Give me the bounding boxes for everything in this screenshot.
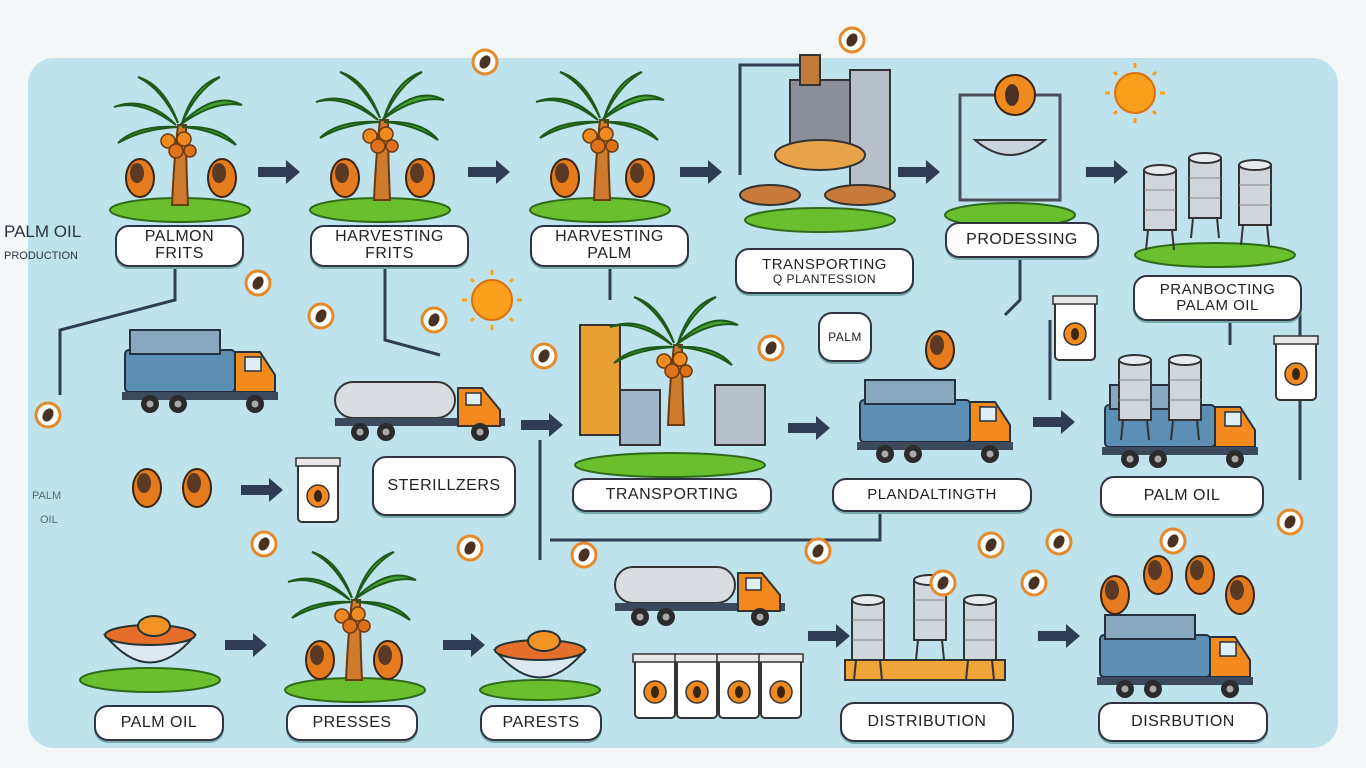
label-prodessing: PRODESSING (945, 222, 1099, 258)
label-pranbocting-palam-oil: PRANBOCTING PALAM OIL (1133, 275, 1302, 321)
label-distribution: DISTRIBUTION (840, 702, 1014, 742)
label-line: PALAM OIL (1176, 297, 1259, 314)
fruit-icon (925, 330, 955, 370)
sun-icon (1103, 61, 1167, 125)
label-plandaltingth: PLANDALTINGTH (832, 478, 1032, 512)
label-line: TRANSPORTING (762, 255, 887, 273)
label-line: PALM (828, 329, 862, 344)
title-production: PRODUCTION (4, 250, 78, 262)
label-line: FRITS (155, 245, 204, 262)
truck-2 (856, 379, 1014, 464)
label-line: PALM OIL (1143, 486, 1221, 504)
label-parests: PARESTS (480, 705, 602, 741)
sun-icon (460, 268, 524, 332)
label-line: Q PLANTESSION (772, 271, 877, 286)
oil-cartons (632, 653, 804, 719)
label-palm-oil-row3: PALM OIL (94, 705, 224, 741)
label-transporting: TRANSPORTING (572, 478, 772, 512)
dump-truck (1096, 555, 1255, 699)
oil-jar-2 (1052, 295, 1098, 361)
tanker-truck-2 (614, 566, 786, 627)
tanker-truck-1 (334, 381, 506, 442)
oil-jar-1 (295, 457, 341, 523)
label-line: PALMON (144, 228, 215, 246)
title-palm-oil: PALM OIL (4, 222, 82, 241)
label-line: STERILLZERS (387, 476, 501, 494)
oil-drums (844, 574, 1006, 681)
label-line: PARESTS (502, 713, 580, 731)
label-line: PALM OIL (120, 713, 198, 731)
label-harvesting-frits: HARVESTING FRITS (310, 225, 469, 267)
palm-refinery (574, 296, 766, 478)
palm-fruits (132, 468, 212, 508)
label-transporting-plantession: TRANSPORTING Q PLANTESSION (735, 248, 914, 294)
palm-oil-bowl-1 (79, 615, 221, 693)
label-line: PRANBOCTING (1159, 281, 1276, 299)
palm-tree-2 (309, 71, 451, 223)
palm-tree-3 (529, 71, 671, 223)
label-presses: PRESSES (286, 705, 418, 741)
truck-3 (1101, 354, 1259, 469)
truck-1 (121, 329, 279, 414)
palm-tree-4 (284, 551, 426, 703)
label-line: TRANSPORTING (605, 485, 739, 503)
label-line: PRESSES (312, 713, 392, 731)
label-palm-oil-row2: PALM OIL (1100, 476, 1264, 516)
label-line: PALM (587, 245, 632, 262)
label-line: HARVESTING (555, 228, 664, 246)
side-label-oil: OIL (40, 514, 58, 526)
label-palmon-frits: PALMON FRITS (115, 225, 244, 267)
label-line: FRITS (365, 245, 414, 262)
storage-silos (1134, 152, 1296, 268)
label-line: PLANDALTINGTH (867, 486, 997, 504)
label-line: DISTRIBUTION (867, 712, 987, 730)
label-line: PRODESSING (966, 230, 1078, 248)
label-line: DISRBUTION (1131, 712, 1235, 730)
oil-jar-3 (1273, 335, 1319, 401)
palm-oil-bowl-2 (479, 630, 601, 701)
label-palm-tag: PALM (818, 312, 872, 362)
label-sterillzers: STERILLZERS (372, 456, 516, 516)
oil-press-station (944, 74, 1076, 228)
side-label-palm: PALM (32, 490, 62, 502)
palm-tree-1 (109, 76, 251, 223)
label-line: HARVESTING (335, 228, 444, 246)
processing-machine (739, 54, 896, 233)
label-disrbution: DISRBUTION (1098, 702, 1268, 742)
label-harvesting-palm: HARVESTING PALM (530, 225, 689, 267)
